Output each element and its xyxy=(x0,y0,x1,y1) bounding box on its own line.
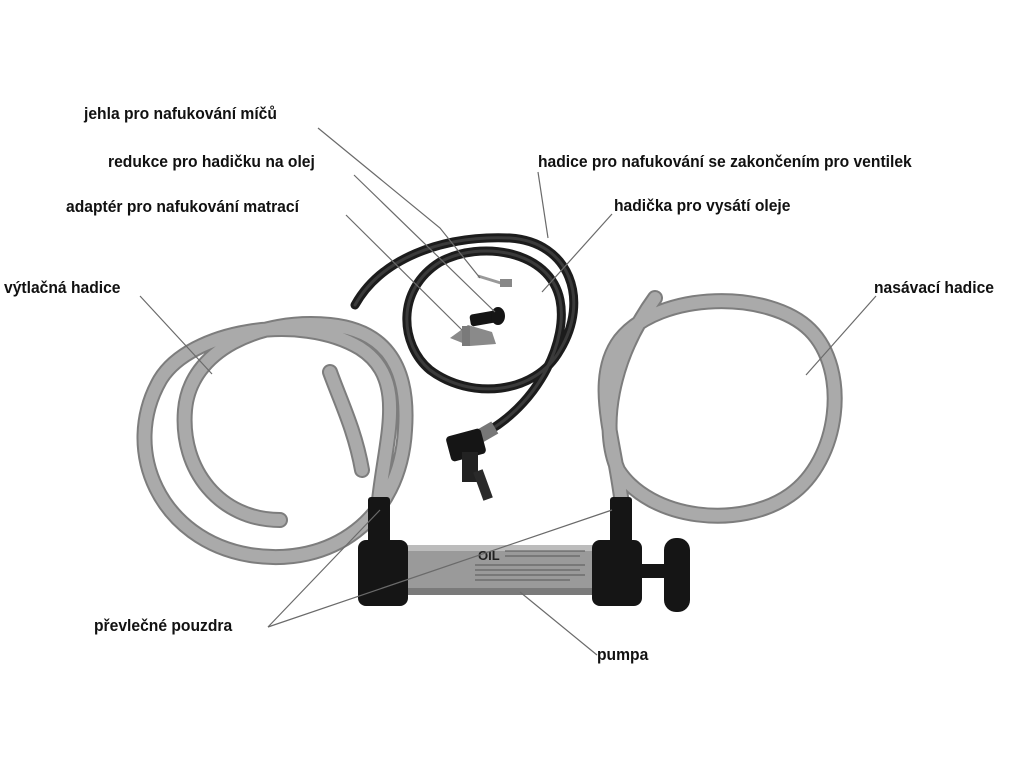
pump-brand-text: OIL xyxy=(478,548,500,563)
label-outlet-hose: výtlačná hadice xyxy=(4,278,121,297)
leader-hadicka-olej xyxy=(541,213,613,293)
leader-nasavaci xyxy=(805,295,877,376)
label-inflation-hose: hadice pro nafukování se zakončením pro … xyxy=(538,152,912,171)
label-oil-suction-tube: hadička pro vysátí oleje xyxy=(614,196,791,215)
inflation-hose xyxy=(350,233,579,435)
label-pump: pumpa xyxy=(597,645,649,664)
leader-adapter xyxy=(345,214,463,331)
label-mattress-adapter: adaptér pro nafukování matrací xyxy=(66,197,299,216)
label-union-sleeves: převlečné pouzdra xyxy=(94,616,233,635)
oil-tube-reducer xyxy=(469,307,505,327)
leader-lines xyxy=(139,127,877,656)
valve-connector xyxy=(446,421,499,501)
leader-redukce xyxy=(353,174,496,313)
suction-hose xyxy=(597,290,843,524)
leader-pouzdra-2 xyxy=(267,509,613,628)
leader-hadice-ventilek xyxy=(537,171,549,239)
label-suction-hose: nasávací hadice xyxy=(874,278,994,297)
outlet-hose xyxy=(136,316,414,566)
leader-pouzdra-1 xyxy=(267,509,381,628)
leader-vytlacna xyxy=(139,295,213,375)
label-ball-needle: jehla pro nafukování míčů xyxy=(84,104,277,123)
leader-jehla xyxy=(317,127,481,279)
leader-pumpa xyxy=(519,591,598,656)
label-oil-tube-reducer: redukce pro hadičku na olej xyxy=(108,152,315,171)
ball-needle xyxy=(477,274,512,287)
mattress-adapter xyxy=(450,325,496,346)
